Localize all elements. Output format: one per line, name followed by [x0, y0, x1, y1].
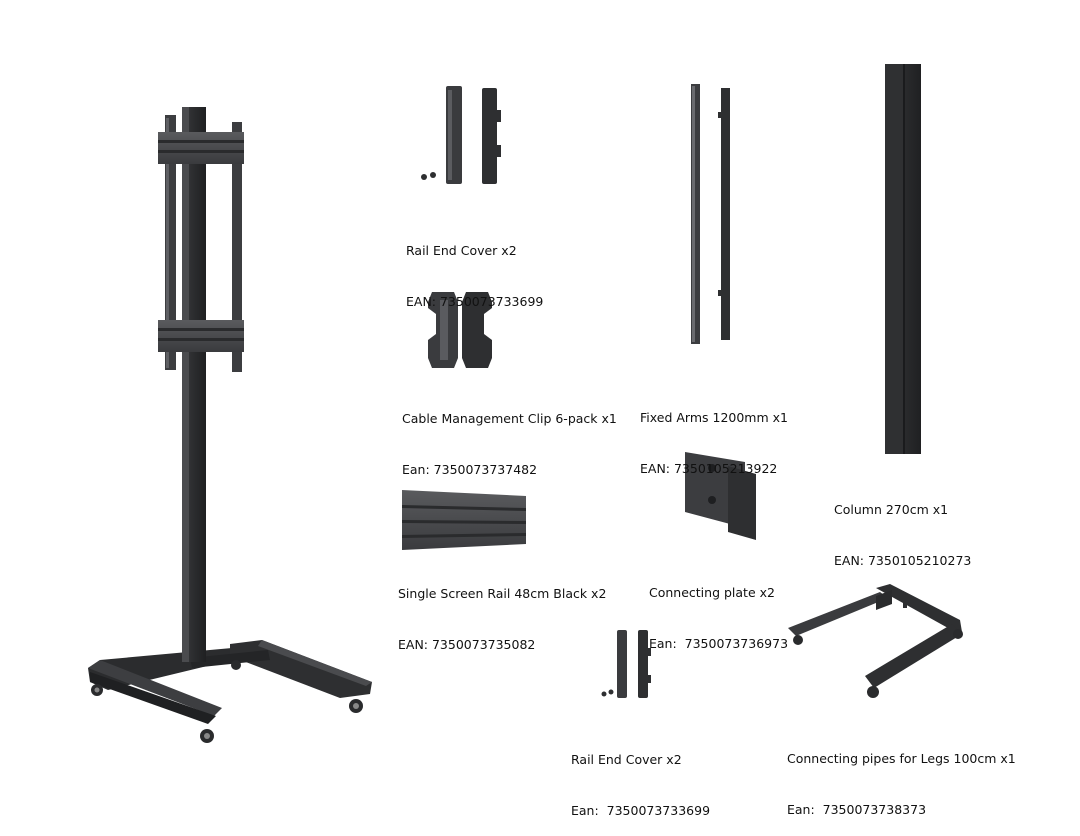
caption-rail-end-cover-bottom: Rail End Cover x2 Ean: 7350073733699 [571, 717, 710, 836]
screen-rail-icon [402, 490, 526, 550]
rail-end-cover-icon [421, 86, 501, 184]
part-code: EAN: 7350073733699 [406, 294, 544, 309]
part-name: Single Screen Rail 48cm Black x2 [398, 586, 607, 601]
part-name: Connecting plate x2 [649, 585, 775, 600]
rail-end-cover-small-icon [601, 630, 651, 698]
caption-connecting-plate: Connecting plate x2 Ean: 7350073736973 [649, 550, 788, 669]
part-name: Fixed Arms 1200mm x1 [640, 410, 788, 425]
caption-column: Column 270cm x1 EAN: 7350105210273 [834, 467, 971, 586]
part-name: Rail End Cover x2 [406, 243, 517, 258]
fixed-arms-icon [691, 84, 730, 344]
caption-rail-end-cover-top: Rail End Cover x2 EAN: 7350073733699 [406, 208, 543, 327]
part-name: Rail End Cover x2 [571, 752, 682, 767]
part-code: EAN: 7350073735082 [398, 637, 536, 652]
part-code: Ean: 7350073737482 [402, 462, 538, 477]
column-icon [885, 64, 921, 454]
part-code: EAN: 7350105210273 [834, 553, 972, 568]
part-code: Ean: 7350073736973 [649, 636, 789, 651]
product-illustration [88, 64, 963, 743]
caption-cable-management-clip: Cable Management Clip 6-pack x1 Ean: 735… [402, 376, 617, 495]
part-name: Cable Management Clip 6-pack x1 [402, 411, 617, 426]
caption-fixed-arms: Fixed Arms 1200mm x1 EAN: 7350105213922 [640, 375, 788, 494]
connecting-plate-icon [685, 452, 756, 540]
caption-connecting-pipes-legs: Connecting pipes for Legs 100cm x1 Ean: … [787, 716, 1016, 835]
part-name: Column 270cm x1 [834, 502, 949, 517]
assembled-stand-icon [88, 107, 372, 743]
part-code: EAN: 7350105213922 [640, 461, 778, 476]
part-name: Connecting pipes for Legs 100cm x1 [787, 751, 1016, 766]
leg-pipes-icon [788, 584, 963, 698]
part-code: Ean: 7350073733699 [571, 803, 711, 818]
caption-single-screen-rail: Single Screen Rail 48cm Black x2 EAN: 73… [398, 551, 606, 670]
cable-clip-icon [428, 292, 492, 368]
